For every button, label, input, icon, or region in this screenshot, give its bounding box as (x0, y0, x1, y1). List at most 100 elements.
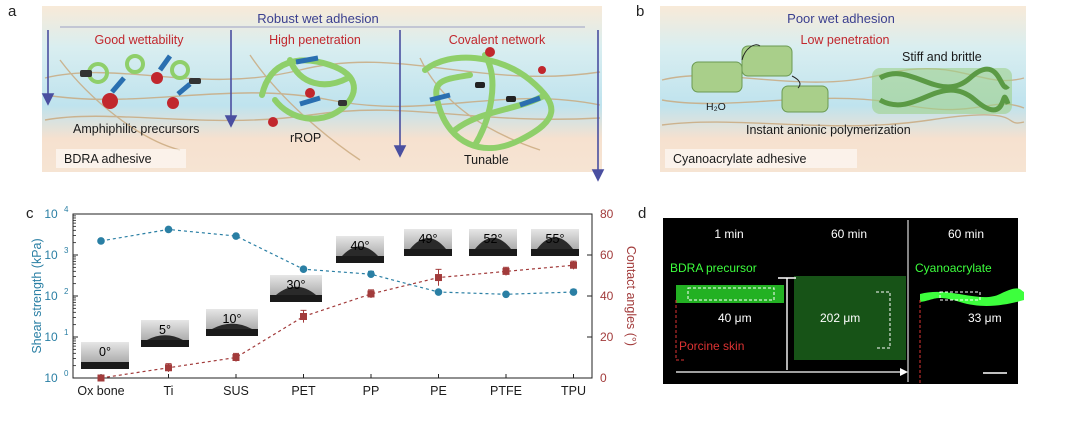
droplet-image: 49° (404, 229, 452, 256)
x-tick-label: SUS (223, 384, 249, 398)
contact-angle-point (435, 274, 442, 282)
shear-strength-point (434, 288, 443, 296)
depth-markers (687, 287, 981, 349)
penetration-arrows (41, 30, 605, 182)
droplet-image: 30° (270, 275, 322, 302)
droplet-images: 0° 5° 10° 30° 40° 49° 52° 55° (81, 229, 579, 369)
y-axis-label-right: Contact angles (°) (624, 246, 638, 346)
label-amphiphilic-precursors: Amphiphilic precursors (73, 122, 199, 136)
shear-strength-point (164, 225, 173, 234)
label-tunable: Tunable (464, 153, 509, 167)
droplet-shape (147, 335, 183, 340)
droplet-shape (212, 323, 252, 329)
droplet-substrate (404, 249, 452, 256)
right-tick-label: 40 (600, 289, 614, 303)
panel-c-letter: c (26, 205, 34, 222)
right-tick-label: 80 (600, 207, 614, 221)
panel-b-title: Poor wet adhesion (787, 11, 895, 26)
droplet-image: 52° (469, 229, 517, 256)
droplet-shape (475, 237, 511, 249)
left-tick-exponent: 2 (64, 287, 69, 296)
shear-strength-series (97, 225, 578, 299)
panel-a-letter: a (8, 3, 17, 20)
contact-angle-label: 30° (287, 278, 306, 292)
left-tick-exponent: 0 (64, 369, 69, 378)
left-tick-exponent: 1 (64, 328, 69, 337)
rrop-accents (268, 55, 347, 127)
label-anionic-polymerization: Instant anionic polymerization (746, 123, 911, 137)
panel-a-background (42, 6, 602, 172)
time-label-2: 60 min (831, 227, 867, 241)
label-good-wettability: Good wettability (95, 33, 185, 47)
contact-angle-line (100, 264, 574, 379)
droplet-image: 5° (141, 320, 189, 347)
depth-label-2: 202 μm (820, 311, 860, 325)
shear-strength-line (100, 228, 574, 295)
label-water: H₂O (706, 101, 726, 113)
droplet-image: 10° (206, 309, 258, 336)
left-tick-exponent: 3 (64, 246, 69, 255)
panel-a-title: Robust wet adhesion (257, 11, 378, 26)
droplet-substrate (270, 295, 322, 302)
droplet-shape (276, 286, 316, 295)
rrop-polymer-chains (259, 57, 357, 122)
contact-angle-label: 40° (351, 239, 370, 253)
panel-d-letter: d (638, 205, 646, 222)
shear-strength-point (97, 237, 105, 245)
shear-strength-point (299, 265, 308, 274)
droplet-substrate (206, 329, 258, 336)
panel-c: c Shear strength (kPa) Contact angles (°… (26, 205, 638, 398)
panel-a: a Robust wet adhesion Good wettability H… (8, 3, 605, 182)
label-high-penetration: High penetration (269, 33, 361, 47)
cyanoacrylate-monomers (691, 44, 829, 113)
panel-d: d 1 min 60 min 60 min BDRA precursor Cya… (638, 205, 1024, 384)
time-label-3: 60 min (948, 227, 984, 241)
time-arrow-head (900, 368, 908, 376)
time-label-1: 1 min (714, 227, 743, 241)
label-cyanoacrylate: Cyanoacrylate (915, 261, 992, 275)
label-porcine-skin: Porcine skin (679, 339, 744, 353)
droplet-shape (537, 237, 573, 249)
left-tick-label: 10 (44, 330, 58, 344)
contact-angle-point (570, 261, 577, 269)
right-tick-label: 60 (600, 248, 614, 262)
left-tick-label: 10 (44, 248, 58, 262)
droplet-substrate (81, 362, 129, 369)
x-tick-label: PTFE (490, 384, 522, 398)
stiff-network (872, 66, 1012, 114)
contact-angle-point (300, 313, 307, 320)
x-tick-label: Ox bone (77, 384, 124, 398)
shear-strength-point (502, 290, 510, 299)
label-bdra-adhesive: BDRA adhesive (64, 152, 152, 166)
contact-angle-label: 52° (484, 232, 503, 246)
label-rrop: rROP (290, 131, 321, 145)
right-tick-label: 20 (600, 330, 614, 344)
contact-angle-point (502, 267, 510, 275)
contact-angle-series (97, 260, 577, 382)
label-stiff-brittle: Stiff and brittle (902, 50, 982, 64)
adhesive-label-box-b (665, 149, 857, 168)
contact-angle-label: 0° (99, 345, 111, 359)
droplet-substrate (469, 249, 517, 256)
droplet-image: 0° (81, 342, 129, 369)
label-covalent-network: Covalent network (449, 33, 546, 47)
depth-label-1: 40 μm (718, 311, 752, 325)
panel-b: b Poor wet adhesion Low penetration H₂O … (636, 3, 1026, 172)
contact-angle-point (165, 364, 172, 372)
x-tick-label: PET (291, 384, 316, 398)
droplet-shape (342, 246, 378, 256)
contact-angle-label: 10° (223, 312, 242, 326)
left-tick-label: 10 (44, 289, 58, 303)
left-tick-label: 10 (44, 207, 58, 221)
contact-angle-label: 55° (546, 232, 565, 246)
shear-strength-point (232, 232, 240, 240)
x-tick-label: PE (430, 384, 447, 398)
label-bdra-precursor: BDRA precursor (670, 261, 757, 275)
contact-angle-point (97, 374, 105, 382)
contact-angle-label: 5° (159, 323, 171, 337)
adhesive-label-box-a (56, 149, 186, 168)
contact-angle-label: 49° (419, 232, 438, 246)
